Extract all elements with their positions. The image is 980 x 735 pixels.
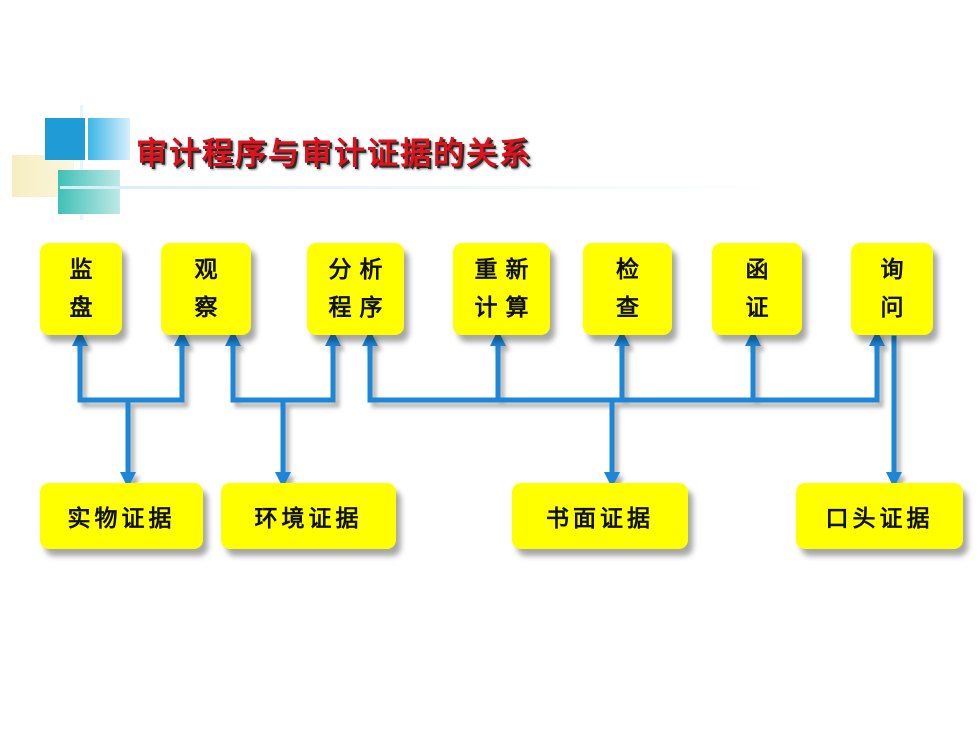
evidence-box-documentary: 书面证据 — [512, 483, 688, 549]
procedure-label: 重 新 计 算 — [474, 256, 529, 321]
procedure-box-inventory-count: 监 盘 — [40, 243, 122, 335]
procedure-box-recalculation: 重 新 计 算 — [453, 243, 550, 335]
title-decoration-square — [58, 170, 120, 214]
procedure-label: 函 证 — [745, 256, 769, 321]
procedure-box-inquiry: 询 问 — [851, 243, 933, 335]
procedure-box-observation: 观 察 — [161, 243, 251, 335]
procedure-label: 询 问 — [880, 256, 904, 321]
page-title: 审计程序与审计证据的关系 — [136, 136, 532, 172]
evidence-box-oral: 口头证据 — [796, 483, 963, 549]
procedure-box-analytical: 分 析 程 序 — [307, 243, 404, 335]
procedure-label: 监 盘 — [69, 256, 93, 321]
procedure-label: 检 查 — [616, 256, 639, 321]
procedure-label: 观 察 — [194, 256, 218, 321]
title-decoration-square — [88, 118, 130, 160]
procedure-box-confirmation: 函 证 — [712, 243, 802, 335]
title-decoration-vline — [80, 105, 83, 220]
procedure-label: 分 析 程 序 — [328, 256, 383, 321]
procedure-box-inspection: 检 查 — [583, 243, 672, 335]
title-decoration-square — [45, 118, 85, 160]
evidence-box-physical: 实物证据 — [40, 483, 203, 549]
evidence-box-environmental: 环境证据 — [221, 483, 396, 549]
title-underline — [60, 186, 780, 189]
